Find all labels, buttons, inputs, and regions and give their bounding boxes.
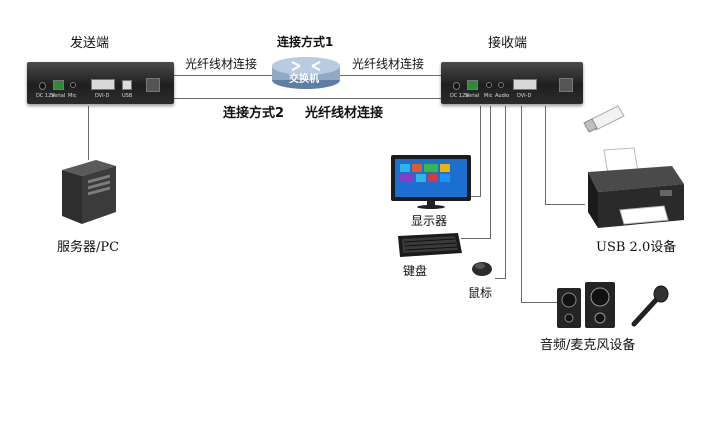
- receiver-mic-label: Mic: [484, 93, 493, 99]
- link-mouse-v: [505, 106, 506, 279]
- server-tower-icon: [62, 160, 116, 224]
- server-label: 服务器/PC: [57, 240, 120, 255]
- fiber-label-bottom: 光纤线材连接: [305, 106, 384, 121]
- printer-icon: [588, 147, 684, 228]
- switch-label: 交换机: [289, 74, 319, 85]
- link-audio-h: [521, 302, 558, 303]
- sender-dvi-label: DVI-D: [95, 93, 110, 99]
- usb-device-label: USB 2.0设备: [596, 240, 677, 255]
- sender-fiber-port: [146, 78, 160, 92]
- sender-unit: DC 12V Serial Mic DVI-D USB: [27, 62, 174, 104]
- link-monitor-h: [471, 196, 481, 197]
- mouse-label: 鼠标: [468, 286, 493, 300]
- sender-dc-port: [39, 82, 46, 90]
- receiver-audio-label: Audio: [495, 93, 510, 99]
- mouse-icon: [472, 262, 492, 276]
- switch-icon: [272, 57, 340, 89]
- receiver-serial-label: Serial: [465, 93, 480, 99]
- microphone-icon: [631, 285, 669, 327]
- fiber-label-right: 光纤线材连接: [352, 57, 425, 71]
- monitor-label: 显示器: [411, 214, 448, 228]
- link-usb-h: [545, 204, 585, 205]
- sender-mic-label: Mic: [68, 93, 77, 99]
- receiver-dvi-port: [513, 79, 537, 90]
- sender-mic-port: [70, 82, 76, 88]
- connection-method-1-label: 连接方式1: [277, 35, 334, 49]
- usb-drive-icon: [583, 105, 625, 133]
- link-sender-server: [88, 106, 89, 160]
- speakers-icon: [557, 282, 615, 328]
- sender-usb-label: USB: [122, 93, 133, 99]
- connection-method-2-label: 连接方式2: [223, 106, 285, 121]
- receiver-dc-label: DC 12V: [450, 93, 469, 99]
- receiver-audio-port: [498, 82, 504, 88]
- receiver-serial-port: [467, 80, 478, 90]
- receiver-dc-port: [453, 82, 460, 90]
- sender-dvi-port: [91, 79, 115, 90]
- sender-serial-port: [53, 80, 64, 90]
- monitor-icon: [391, 155, 471, 209]
- sender-dc-label: DC 12V: [36, 93, 55, 99]
- receiver-unit: DC 12V Serial Mic Audio DVI-D: [441, 62, 583, 104]
- receiver-dvi-label: DVI-D: [517, 93, 532, 99]
- link-audio-v: [521, 106, 522, 303]
- link-keyboard-v: [490, 106, 491, 239]
- link-monitor-v: [480, 106, 481, 197]
- keyboard-icon: [398, 233, 462, 257]
- fiber-link-top-right: [340, 75, 441, 76]
- fiber-link-direct: [174, 98, 441, 99]
- fiber-label-left: 光纤线材连接: [185, 57, 258, 71]
- sender-serial-label: Serial: [51, 93, 66, 99]
- fiber-link-top-left: [174, 75, 272, 76]
- link-usb-v: [545, 106, 546, 205]
- receiver-label: 接收端: [488, 36, 528, 51]
- receiver-fiber-port: [559, 78, 573, 92]
- link-mouse-h: [495, 278, 506, 279]
- audio-device-label: 音频/麦克风设备: [540, 338, 636, 353]
- link-keyboard-h: [461, 238, 491, 239]
- receiver-mic-port: [486, 82, 492, 88]
- sender-label: 发送端: [70, 36, 110, 51]
- sender-usb-port: [122, 80, 132, 90]
- keyboard-label: 键盘: [403, 264, 428, 278]
